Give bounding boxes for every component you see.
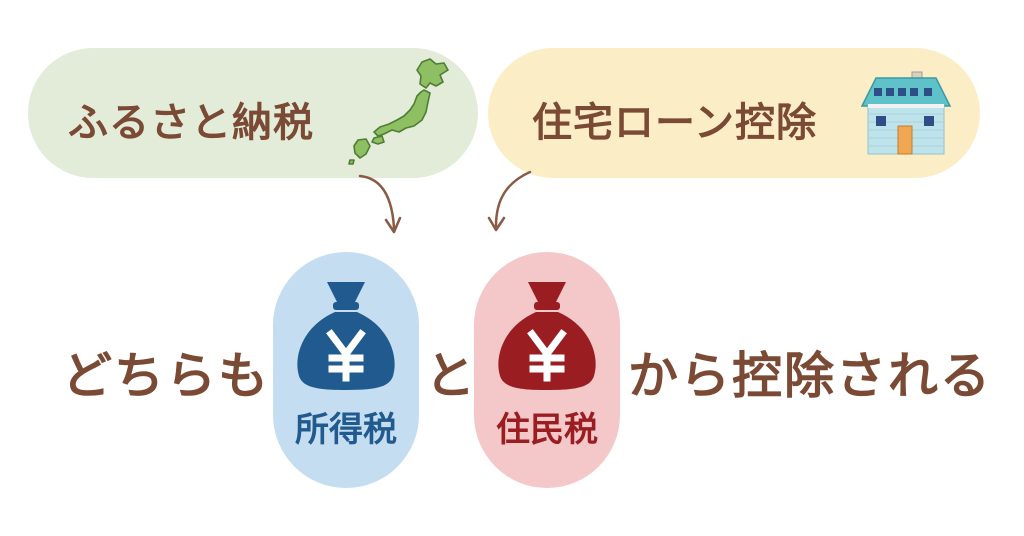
furusato-nozei-bubble: ふるさと納税 bbox=[28, 48, 478, 178]
sentence-suffix: から控除される bbox=[628, 347, 992, 405]
yen-money-bag-icon bbox=[297, 282, 395, 390]
resident-tax-badge: 住民税 bbox=[474, 252, 620, 488]
sentence-prefix: どちらも bbox=[62, 347, 270, 405]
japan-map-icon bbox=[348, 58, 449, 165]
income-tax-badge: 所得税 bbox=[273, 252, 419, 488]
house-icon bbox=[860, 71, 952, 155]
sentence-conjunction: と bbox=[425, 347, 477, 405]
furusato-nozei-label: ふるさと納税 bbox=[68, 100, 314, 146]
curved-arrow-icon bbox=[358, 174, 402, 234]
yen-money-bag-icon bbox=[498, 282, 596, 390]
resident-tax-label: 住民税 bbox=[496, 410, 598, 450]
housing-loan-deduction-bubble: 住宅ローン控除 bbox=[488, 48, 980, 178]
housing-loan-deduction-label: 住宅ローン控除 bbox=[532, 100, 817, 146]
curved-arrow-icon bbox=[487, 170, 532, 232]
income-tax-label: 所得税 bbox=[295, 410, 397, 450]
